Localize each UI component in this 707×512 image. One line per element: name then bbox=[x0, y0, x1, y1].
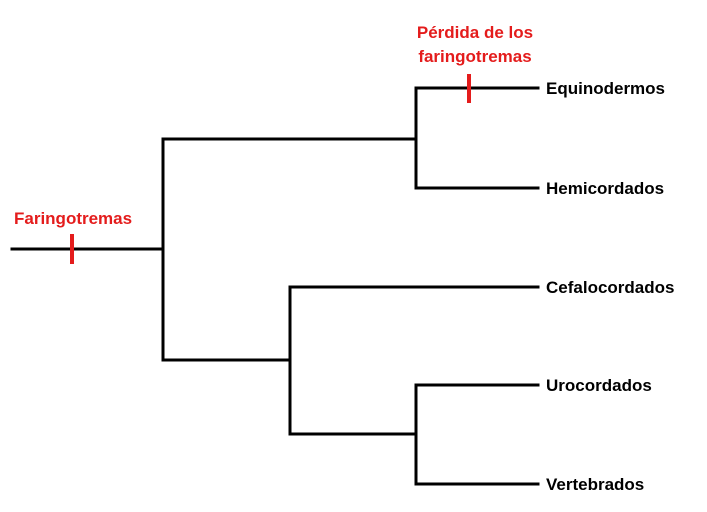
perdida-label-line2: faringotremas bbox=[418, 47, 531, 66]
taxon-label-hemicordados: Hemicordados bbox=[546, 179, 664, 198]
faringotremas-label: Faringotremas bbox=[14, 209, 132, 228]
taxon-label-cefalocordados: Cefalocordados bbox=[546, 278, 674, 297]
taxon-label-vertebrados: Vertebrados bbox=[546, 475, 644, 494]
taxon-label-equinodermos: Equinodermos bbox=[546, 79, 665, 98]
taxon-label-urocordados: Urocordados bbox=[546, 376, 652, 395]
perdida-label-line1: Pérdida de los bbox=[417, 23, 533, 42]
